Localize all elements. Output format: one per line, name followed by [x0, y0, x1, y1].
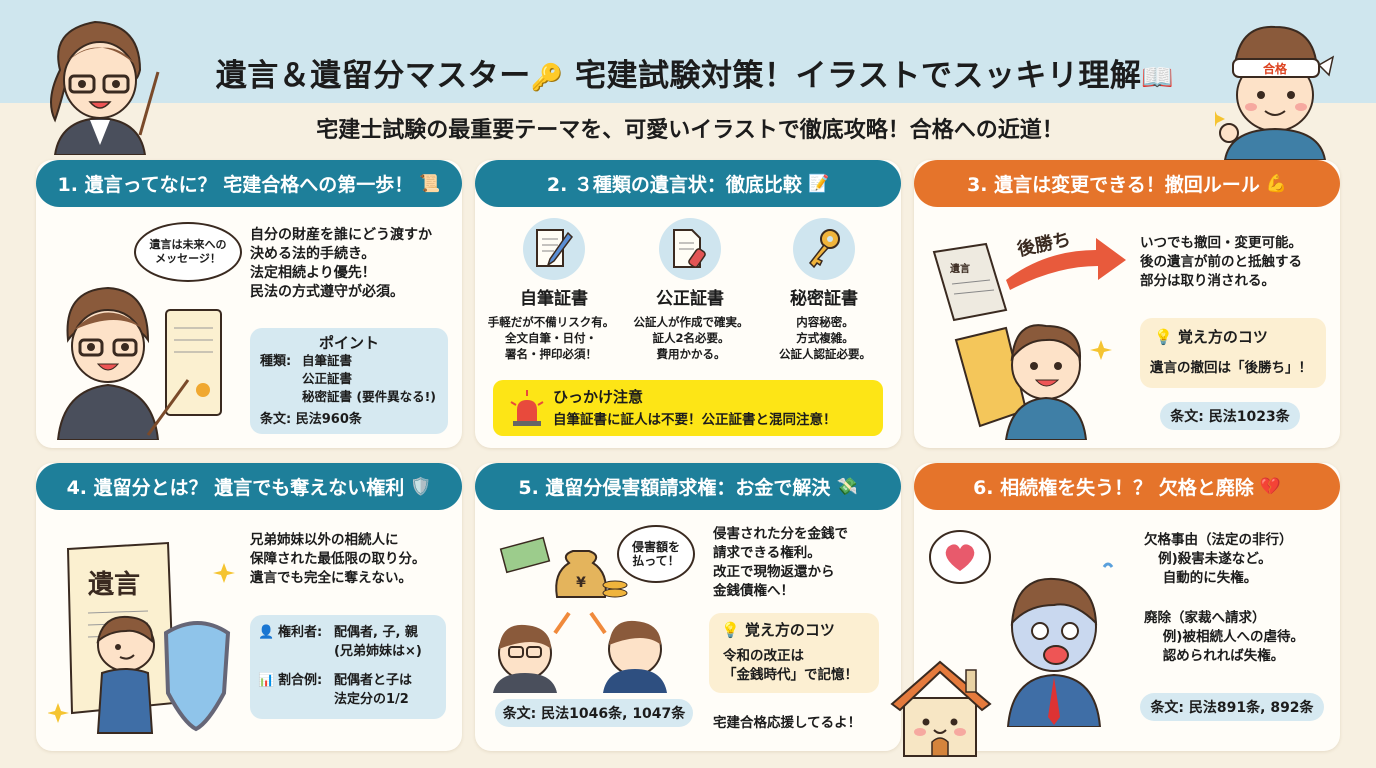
document-stamp-icon [659, 218, 721, 280]
type-title-holographic: 自筆証書 [520, 289, 588, 309]
article-reference: 条文: 民法891条, 892条 [1140, 693, 1324, 721]
lightbulb-icon: 💡 [1154, 328, 1173, 346]
ratio-label: 割合例: [278, 673, 323, 688]
warning-box: ひっかけ注意 自筆証書に証人は不要！公正証書と混同注意！ [493, 380, 883, 436]
warning-text: 自筆証書に証人は不要！公正証書と混同注意！ [553, 412, 837, 428]
house-mascot-illustration [890, 660, 992, 757]
shocked-man-illustration [929, 530, 1114, 727]
card-body-text: 侵害された分を金銭で 請求できる権利。 改正で現物返還から 金銭債権へ！ [713, 526, 848, 599]
broken-heart-icon: 💔 [1259, 476, 1281, 497]
money-wings-icon: 💸 [836, 476, 858, 497]
point-label: 種類: [260, 354, 292, 369]
open-book-icon: 📖 [1141, 63, 1175, 93]
boy-with-shield-illustration: 遺言 [48, 541, 235, 734]
point-items: 自筆証書 公正証書 秘密証書 (要件異なる!) [302, 353, 436, 404]
card-body-text: 兄弟姉妹以外の相続人に 保障された最低限の取り分。 遺言でも完全に奪えない。 [250, 532, 426, 586]
tip-box: 💡 覚え方のコツ 遺言の撤回は「後勝ち」！ [1140, 318, 1326, 388]
speech-bubble: 侵害額を 払って！ [617, 525, 695, 583]
tip-title: 💡 覚え方のコツ [721, 619, 835, 640]
card-will-revocation: 3. 遺言は変更できる！撤回ルール 💪 遺言 後勝ち いつでも撤回・変更可能。 … [914, 160, 1340, 448]
svg-text:¥: ¥ [576, 575, 586, 591]
card-body-text: 自分の財産を誰にどう渡すか 決める法的手続き。 法定相続より優先！ 民法の方式遵… [250, 227, 432, 300]
page-subtitle: 宅建士試験の最重要テーマを、可愛いイラストで徹底攻略！合格への近道！ [316, 118, 1064, 143]
chart-icon: 📊 [258, 673, 275, 688]
card-header: 3. 遺言は変更できる！撤回ルール 💪 [914, 160, 1340, 207]
shield-icon: 🛡️ [410, 476, 432, 497]
svg-text:遺言: 遺言 [949, 262, 970, 275]
page-title: 遺言＆遺留分マスター🔑 宅建試験対策！イラストでスッキリ理解📖 [190, 50, 1200, 95]
disinheritance-text: 廃除（家裁へ請求） 例)被相続人への虐待。 認められれば失権。 [1144, 610, 1304, 664]
speech-bubble: 遺言は未来への メッセージ！ [134, 222, 242, 282]
header-band [0, 0, 1376, 103]
card-title: 5. 遺留分侵害額請求権：お金で解決 [518, 477, 831, 499]
money-claim-illustration: ¥ [493, 536, 667, 693]
cheer-text: 宅建合格応援してるよ！ [713, 715, 862, 731]
tip-box: 💡 覚え方のコツ 令和の改正は 「金銭時代」で記憶！ [709, 613, 879, 693]
holders-label: 権利者: [278, 625, 323, 640]
siren-icon [510, 390, 544, 426]
tip-text: 遺言の撤回は「後勝ち」！ [1150, 360, 1312, 376]
card-title: 6. 相続権を失う！？ 欠格と廃除 [973, 477, 1254, 499]
holders-value: 配偶者, 子, 親 (兄弟姉妹は×) [334, 625, 422, 659]
type-desc-holographic: 手軽だが不備リスク有。 全文自筆・日付・ 署名・押印必須！ [487, 315, 615, 361]
card-three-will-types: 2. ３種類の遺言状：徹底比較 📝 自筆証書 公正証書 秘密証書 手軽だが不備リ… [475, 160, 901, 448]
card-header: 6. 相続権を失う！？ 欠格と廃除 💔 [914, 463, 1340, 510]
card-header: 1. 遺言ってなに？ 宅建合格への第一歩！ 📜 [36, 160, 462, 207]
card-header: 2. ３種類の遺言状：徹底比較 📝 [475, 160, 901, 207]
warning-title: ひっかけ注意 [553, 388, 644, 406]
point-box: ポイント 種類: 自筆証書 公正証書 秘密証書 (要件異なる!) 条文: 民法9… [250, 328, 448, 434]
flexed-arm-icon: 💪 [1265, 173, 1287, 194]
pen-paper-icon [523, 218, 585, 280]
tip-title-text: 覚え方のコツ [1177, 328, 1268, 346]
disqualification-text: 欠格事由（法定の非行） 例)殺害未遂など。 自動的に失権。 [1144, 532, 1293, 586]
teacher-with-scroll-illustration [56, 286, 222, 440]
card-loss-of-inheritance: 6. 相続権を失う！？ 欠格と廃除 💔 欠格事由（法定の非行） 例)殺害未遂など… [914, 463, 1340, 751]
lightbulb-icon: 💡 [721, 621, 740, 639]
card-body-text: いつでも撤回・変更可能。 後の遺言が前のと抵触する 部分は取り消される。 [1140, 235, 1302, 289]
reserve-info-box: 👤 権利者: 配偶者, 子, 親 (兄弟姉妹は×) 📊 割合例: 配偶者と子は … [250, 615, 446, 719]
card-title: 3. 遺言は変更できる！撤回ルール [967, 174, 1260, 196]
card-title: 4. 遺留分とは？ 遺言でも奪えない権利 [66, 477, 405, 499]
tip-title: 💡 覚え方のコツ [1154, 326, 1268, 347]
key-icon [793, 218, 855, 280]
card-reserve-claim: 5. 遺留分侵害額請求権：お金で解決 💸 ¥ 侵害額を 払って！ 侵害された分を… [475, 463, 901, 751]
article-reference: 条文: 民法1023条 [1160, 402, 1300, 430]
point-title: ポイント [318, 334, 379, 352]
scroll-icon: 📜 [419, 173, 441, 194]
type-title-secret: 秘密証書 [790, 289, 858, 309]
student-mascot-illustration: 合格 [1215, 25, 1335, 160]
title-rest: 宅建試験対策！イラストでスッキリ理解 [563, 58, 1142, 94]
svg-text:遺言: 遺言 [88, 570, 140, 600]
type-title-notarial: 公正証書 [656, 289, 724, 309]
article-reference: 条文: 民法960条 [260, 412, 362, 427]
svg-text:合格: 合格 [1263, 61, 1288, 76]
card-legal-reserve: 4. 遺留分とは？ 遺言でも奪えない権利 🛡️ 遺言 兄弟姉妹以外の相続人に 保… [36, 463, 462, 751]
card-what-is-will: 1. 遺言ってなに？ 宅建合格への第一歩！ 📜 遺言は未来への メッセージ！ 自… [36, 160, 462, 448]
key-icon: 🔑 [530, 63, 564, 93]
card-title: 2. ３種類の遺言状：徹底比較 [546, 174, 802, 196]
memo-icon: 📝 [807, 173, 830, 194]
card-title: 1. 遺言ってなに？ 宅建合格への第一歩！ [57, 174, 414, 196]
person-icon: 👤 [258, 625, 275, 640]
card-header: 5. 遺留分侵害額請求権：お金で解決 💸 [475, 463, 901, 510]
tip-text: 令和の改正は 「金銭時代」で記憶！ [723, 648, 858, 683]
type-desc-notarial: 公証人が作成で確実。 証人2名必要。 費用かかる。 [633, 315, 749, 361]
tip-title-text: 覚え方のコツ [744, 621, 835, 639]
ratio-value: 配偶者と子は 法定分の1/2 [334, 673, 413, 707]
card-header: 4. 遺留分とは？ 遺言でも奪えない権利 🛡️ [36, 463, 462, 510]
type-desc-secret: 内容秘密。 方式複雑。 公証人認証必要。 [779, 315, 871, 361]
revocation-illustration: 遺言 後勝ち [932, 230, 1126, 440]
article-reference: 条文: 民法1046条, 1047条 [495, 699, 693, 727]
teacher-mascot-illustration [50, 20, 160, 155]
title-main: 遺言＆遺留分マスター [215, 58, 531, 94]
